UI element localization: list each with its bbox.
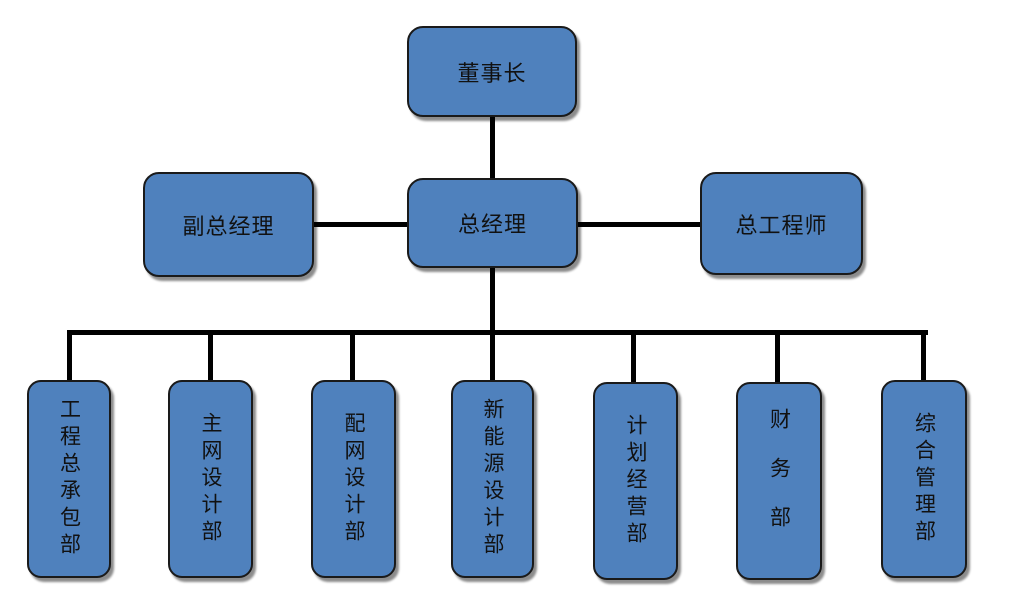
department-general-management: 综合管理部 <box>881 380 967 578</box>
general-manager-node: 总经理 <box>407 178 578 268</box>
connector-deputy-gm <box>313 222 408 227</box>
connector-dept-7 <box>921 330 926 382</box>
department-finance: 财务部 <box>736 382 822 580</box>
connector-gm-chief-engineer <box>578 222 700 227</box>
department-main-grid-design: 主网设计部 <box>168 380 253 578</box>
connector-dept-1 <box>67 330 72 382</box>
chairman-node: 董事长 <box>407 26 577 117</box>
connector-chairman-gm <box>490 116 495 178</box>
connector-dept-3 <box>350 330 355 382</box>
department-planning-operations: 计划经营部 <box>593 382 678 580</box>
department-new-energy-design: 新能源设计部 <box>451 380 534 578</box>
department-distribution-design: 配网设计部 <box>311 380 396 578</box>
departments-bus <box>67 330 928 335</box>
connector-gm-departments <box>490 268 495 333</box>
department-engineering-contracting: 工程总承包部 <box>27 380 111 578</box>
deputy-gm-node: 副总经理 <box>143 172 314 277</box>
connector-dept-4 <box>490 330 495 382</box>
connector-dept-6 <box>775 330 780 382</box>
connector-dept-2 <box>208 330 213 382</box>
connector-dept-5 <box>631 330 636 382</box>
chief-engineer-node: 总工程师 <box>700 172 863 275</box>
